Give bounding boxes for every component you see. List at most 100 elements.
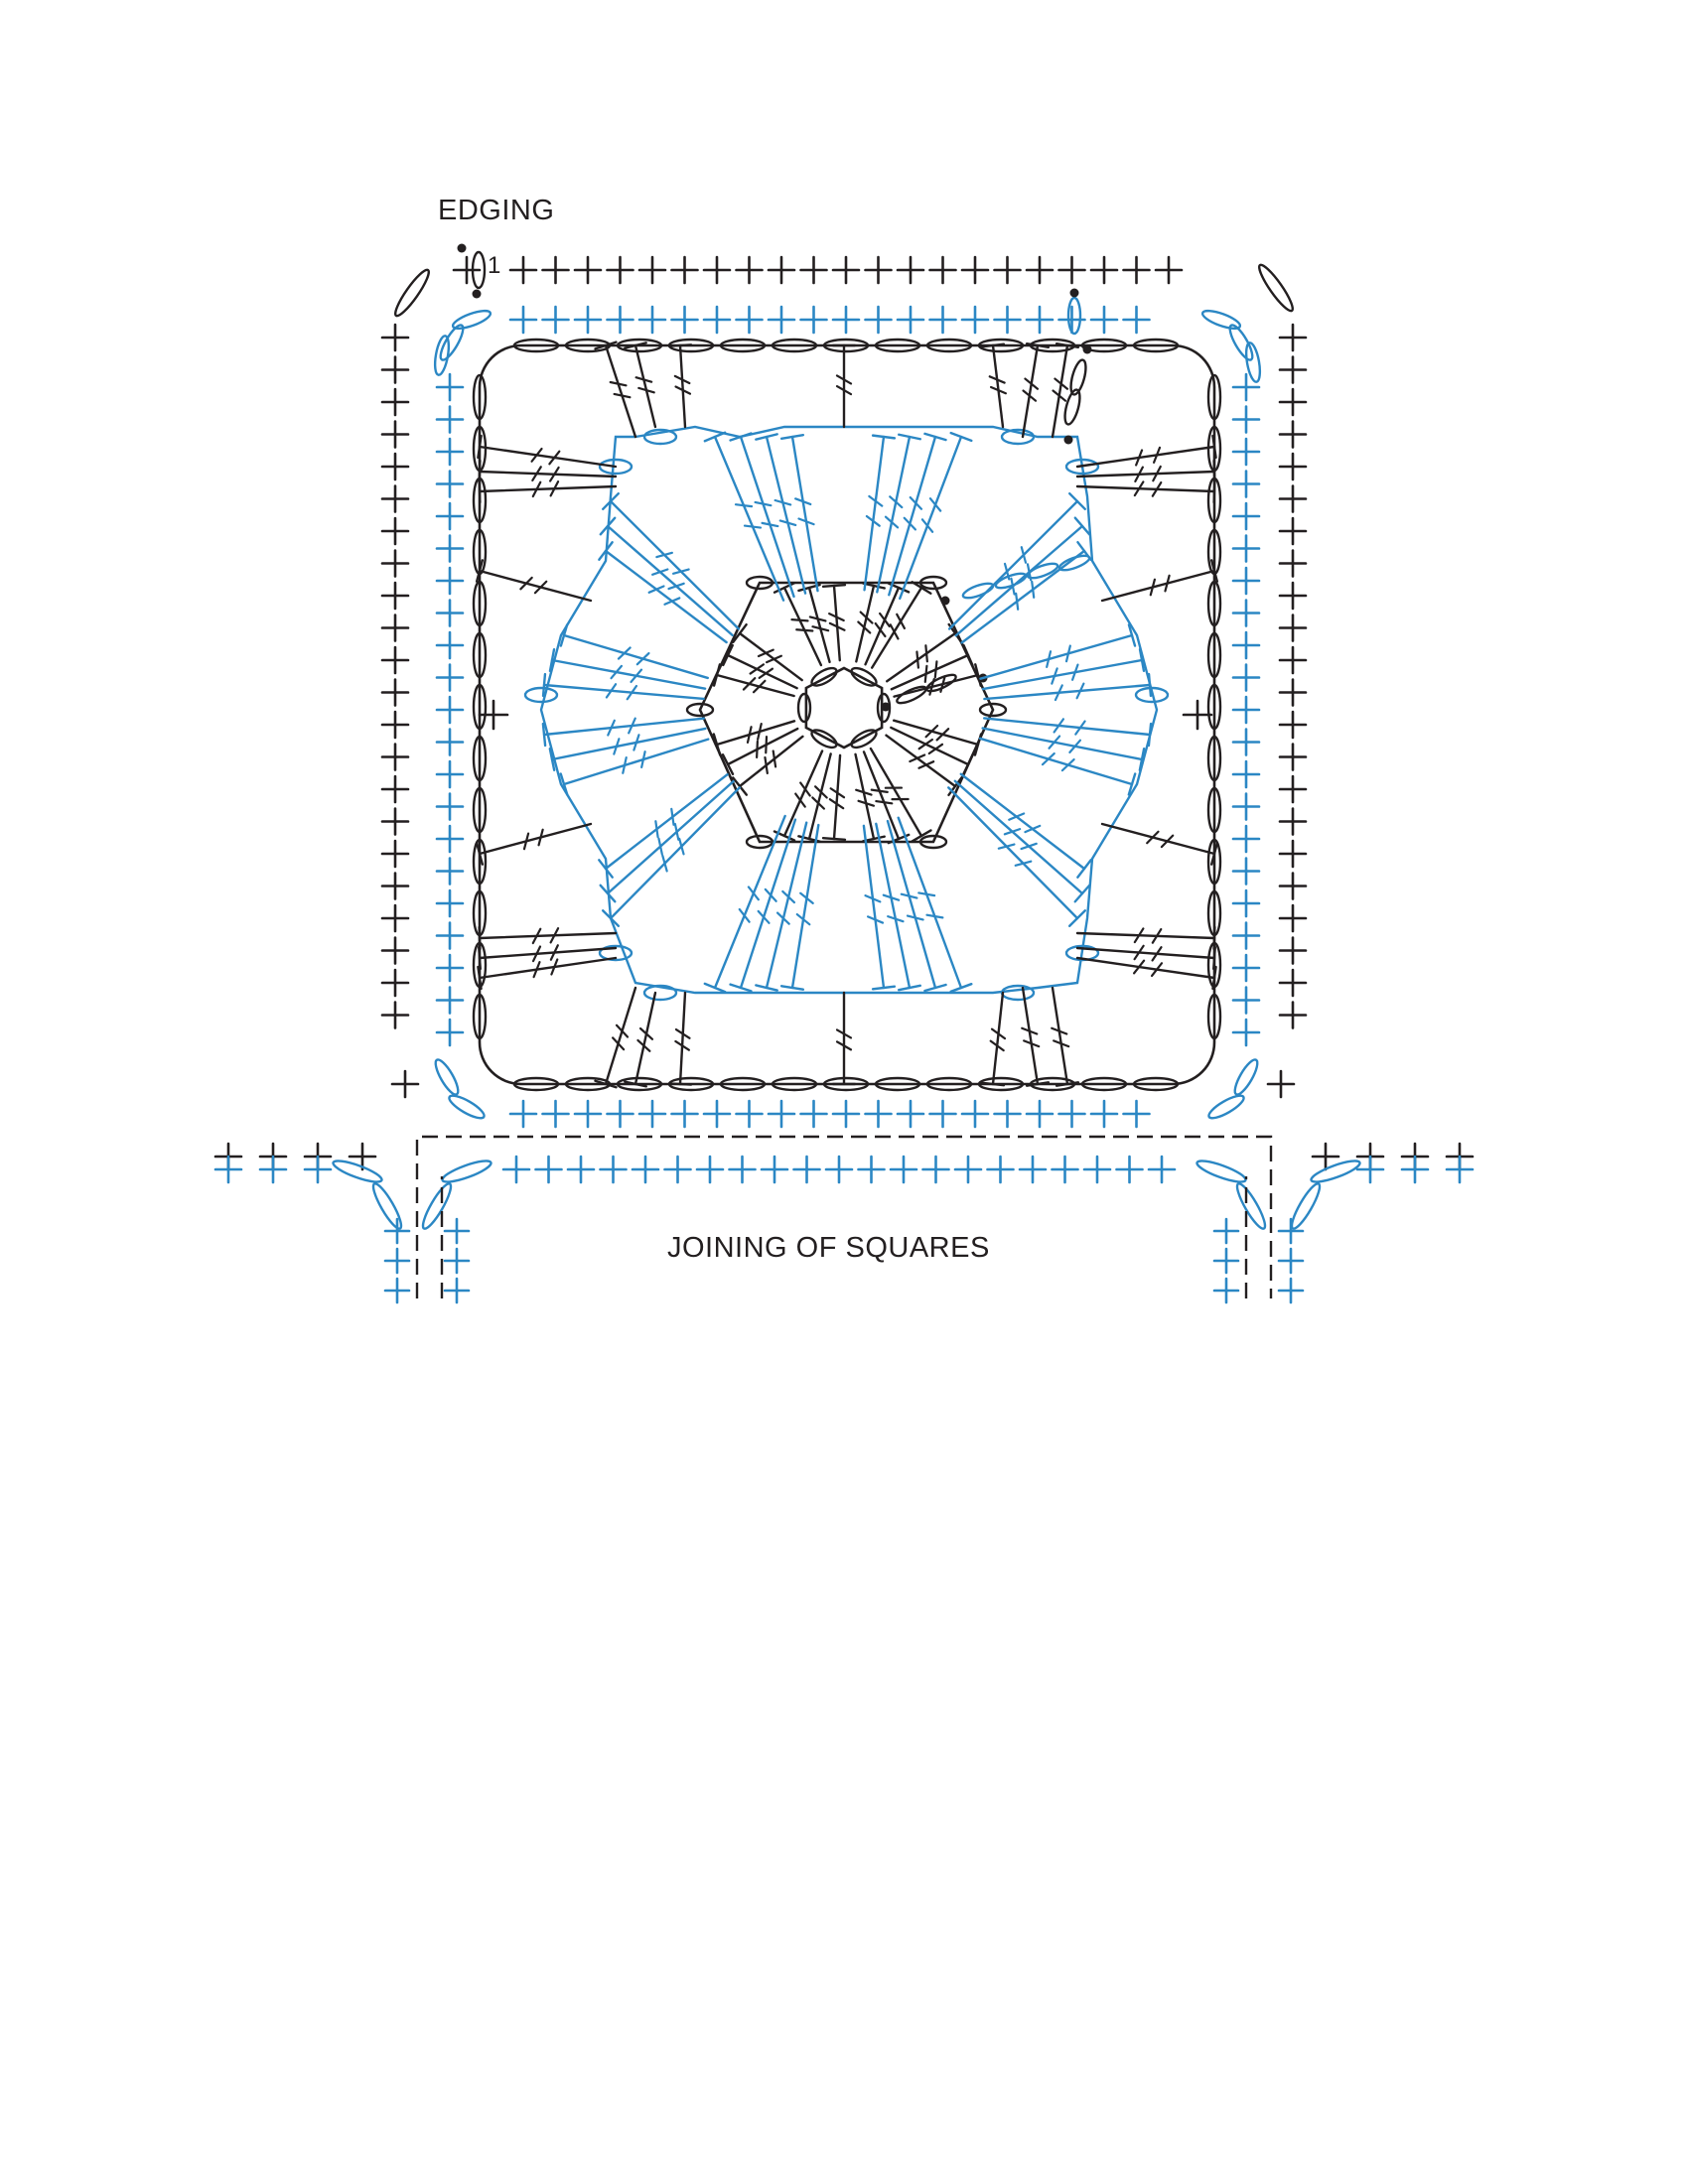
chain-symbol bbox=[448, 1094, 486, 1120]
round2-treble bbox=[732, 623, 748, 643]
treble-symbol bbox=[537, 828, 544, 847]
round4-bottom-chain bbox=[1132, 1076, 1180, 1092]
round3-treble bbox=[978, 737, 1134, 786]
round4-treble bbox=[989, 1039, 1005, 1052]
round3-treble bbox=[1054, 684, 1063, 702]
round4-left-chain bbox=[472, 631, 488, 679]
round4-treble bbox=[1212, 459, 1216, 484]
round4-treble bbox=[1133, 944, 1145, 961]
round3-treble bbox=[541, 722, 547, 748]
round2-treble bbox=[712, 663, 722, 687]
round3-treble bbox=[661, 854, 668, 873]
chain-symbol bbox=[961, 582, 995, 600]
center-ring-chain bbox=[850, 666, 878, 687]
round2-treble bbox=[721, 753, 735, 775]
center-ring-chain bbox=[810, 666, 838, 687]
chain-symbol bbox=[1196, 1160, 1247, 1183]
round2-treble bbox=[974, 663, 982, 687]
round4-treble bbox=[531, 927, 542, 945]
hexagon-corner-chain bbox=[918, 575, 948, 591]
round4-treble bbox=[1151, 480, 1163, 497]
round4-treble bbox=[991, 991, 1005, 1086]
round4-right-chain bbox=[1206, 683, 1222, 731]
chain-symbol bbox=[394, 268, 430, 318]
round4-treble bbox=[1022, 389, 1038, 402]
center-ring bbox=[804, 666, 884, 750]
round3-chain bbox=[1064, 458, 1100, 476]
treble-symbol bbox=[1100, 822, 1216, 856]
chain-symbol bbox=[433, 335, 451, 376]
round3-treble bbox=[1073, 516, 1091, 536]
round3-treble bbox=[1074, 720, 1086, 736]
round4-bottom-chain bbox=[616, 1076, 663, 1092]
round3-treble bbox=[562, 738, 710, 786]
round4-left-chain bbox=[472, 993, 488, 1040]
round4-treble bbox=[624, 341, 647, 349]
round4-treble bbox=[548, 450, 561, 466]
round3-treble bbox=[1138, 647, 1146, 673]
treble-symbol bbox=[835, 1028, 853, 1039]
round3-treble bbox=[903, 516, 916, 531]
round3-treble bbox=[622, 755, 628, 774]
round2-treble bbox=[893, 673, 980, 698]
round3-treble bbox=[1031, 580, 1036, 599]
round4-treble bbox=[1051, 343, 1069, 439]
round3-treble bbox=[764, 887, 777, 902]
round2-treble bbox=[811, 625, 830, 632]
round4-bottom-chain bbox=[925, 1076, 973, 1092]
round4-right-chain bbox=[1206, 735, 1222, 782]
round2-treble bbox=[911, 581, 932, 595]
round4-treble bbox=[678, 991, 687, 1086]
round4-treble bbox=[980, 1081, 1006, 1087]
round2-treble bbox=[821, 837, 847, 841]
round4-top-chain bbox=[822, 338, 870, 353]
round3-treble bbox=[954, 524, 1084, 637]
round4-treble bbox=[624, 1080, 647, 1088]
round3-treble bbox=[673, 822, 680, 841]
round4-treble bbox=[1135, 449, 1144, 467]
round2-treble bbox=[855, 788, 873, 796]
round3-treble bbox=[862, 824, 886, 990]
round2-treble bbox=[758, 667, 774, 679]
round4-treble bbox=[478, 931, 618, 940]
round2-treble bbox=[864, 586, 901, 666]
round2-treble bbox=[821, 583, 847, 589]
round3-treble bbox=[983, 683, 1152, 701]
chain-symbol bbox=[1233, 1058, 1259, 1096]
round4-top-chain bbox=[1080, 338, 1128, 353]
round4-treble bbox=[1024, 377, 1040, 390]
round3-treble bbox=[1020, 546, 1028, 564]
round4-treble bbox=[1075, 484, 1216, 493]
chain-symbol bbox=[471, 250, 487, 290]
round4-treble bbox=[478, 445, 618, 469]
round3-treble bbox=[1014, 860, 1033, 867]
round4-top-chain bbox=[874, 338, 921, 353]
round3-treble bbox=[613, 738, 621, 755]
hexagon-corner-chain bbox=[918, 834, 948, 850]
chain-symbol bbox=[994, 572, 1028, 590]
join-guide-line bbox=[415, 1135, 1273, 1298]
slip-stitch-symbol bbox=[1069, 288, 1079, 298]
round3-treble bbox=[959, 772, 1086, 871]
round2-treble bbox=[757, 648, 774, 658]
round4-treble bbox=[1075, 470, 1216, 478]
round2-treble bbox=[857, 620, 872, 634]
round3-chain bbox=[598, 944, 633, 962]
round3-treble bbox=[790, 435, 819, 593]
round3-treble bbox=[865, 514, 881, 527]
round3-treble bbox=[562, 633, 709, 680]
hexagon-corner-chain bbox=[978, 702, 1008, 718]
round4-treble bbox=[478, 459, 482, 484]
round4-top-chain bbox=[719, 338, 767, 353]
round3-treble bbox=[635, 651, 650, 666]
treble-symbol bbox=[478, 822, 593, 856]
round3-treble bbox=[875, 822, 912, 990]
round3-treble bbox=[610, 664, 624, 680]
round3-treble bbox=[1060, 757, 1075, 772]
round3-treble bbox=[1068, 739, 1082, 753]
round4-treble bbox=[1211, 434, 1217, 460]
round3-treble bbox=[599, 884, 617, 903]
slip-stitch-symbol bbox=[457, 243, 467, 253]
round4-treble bbox=[549, 927, 560, 944]
round2-treble bbox=[738, 735, 804, 788]
